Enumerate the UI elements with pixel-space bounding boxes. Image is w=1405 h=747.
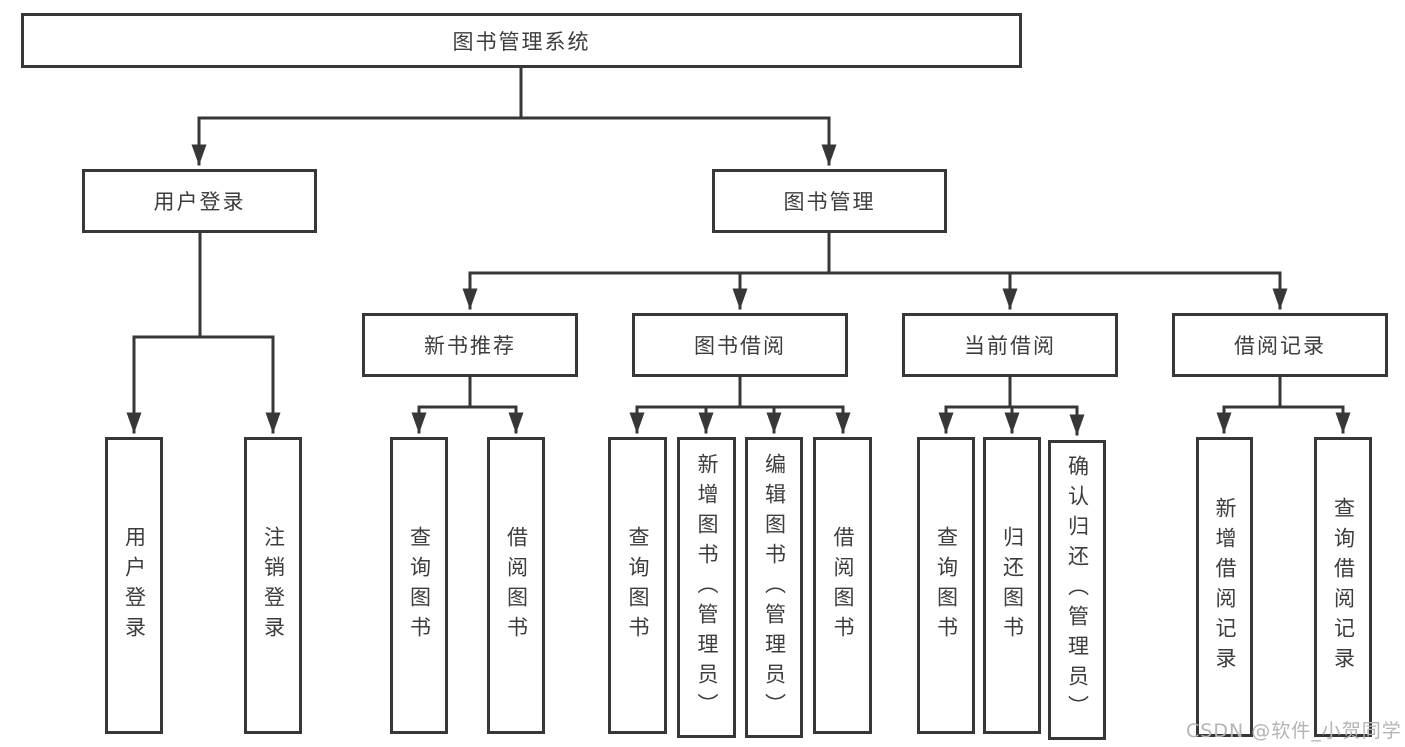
leaf-return-books: 归还图书 xyxy=(983,437,1041,734)
connector-new-book-recommend-to-leaves xyxy=(411,375,524,434)
leaf-current-query-books: 查询图书 xyxy=(917,437,975,734)
leaf-add-books-admin: 新增图书（管理员） xyxy=(677,437,736,738)
leaf-borrow-query-books: 查询图书 xyxy=(608,437,667,734)
leaf-edit-books-admin: 编辑图书（管理员） xyxy=(745,437,803,738)
leaf-borrow-books: 借阅图书 xyxy=(813,437,872,734)
node-library-management-system: 图书管理系统 xyxy=(21,13,1022,68)
node-book-management: 图书管理 xyxy=(712,169,947,233)
leaf-recommend-query-books: 查询图书 xyxy=(390,437,448,734)
leaf-confirm-return-admin: 确认归还（管理员） xyxy=(1048,440,1106,740)
leaf-user-login: 用户登录 xyxy=(105,437,163,734)
connector-book-borrow-to-leaves xyxy=(629,375,851,434)
leaf-logout: 注销登录 xyxy=(244,437,302,734)
connector-book-management-to-level3 xyxy=(462,231,1288,310)
node-user-login: 用户登录 xyxy=(82,169,317,233)
connector-current-borrow-to-leaves xyxy=(938,375,1085,436)
connector-borrow-records-to-leaves xyxy=(1216,375,1351,434)
connector-user-login-to-leaves xyxy=(126,231,281,434)
node-borrow-records: 借阅记录 xyxy=(1172,313,1388,377)
leaf-query-borrow-record: 查询借阅记录 xyxy=(1314,437,1372,737)
node-new-book-recommend: 新书推荐 xyxy=(362,313,578,377)
node-current-borrow: 当前借阅 xyxy=(902,313,1118,377)
leaf-add-borrow-record: 新增借阅记录 xyxy=(1196,437,1253,737)
csdn-watermark: CSDN @软件_小贺同学 xyxy=(1186,720,1402,742)
node-book-borrow: 图书借阅 xyxy=(632,313,848,377)
connector-root-to-level2 xyxy=(191,66,837,166)
leaf-recommend-borrow-books: 借阅图书 xyxy=(487,437,545,734)
